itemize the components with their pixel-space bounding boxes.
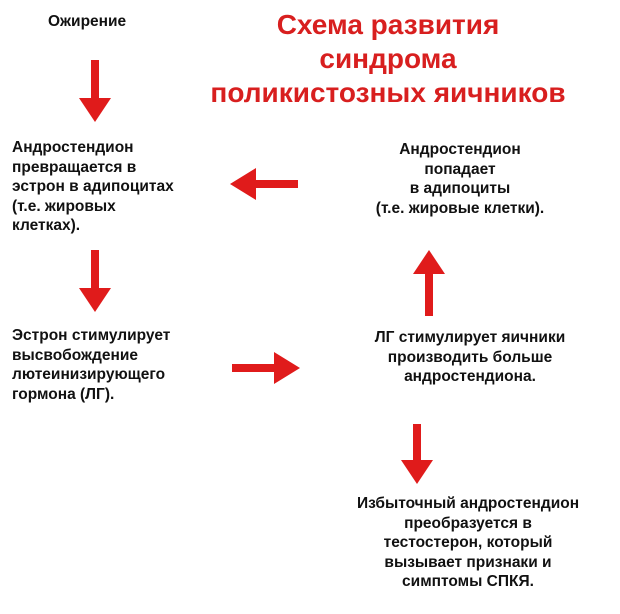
node-excess-androstenedione: Избыточный андростендион преобразуется в… <box>318 494 618 592</box>
arrow-lh-to-enters <box>413 250 445 316</box>
node-text-line: (т.е. жировые клетки). <box>375 199 545 217</box>
node-text-line: андростендиона. <box>404 368 536 385</box>
title-line: синдрома <box>319 43 457 74</box>
arrow-conversion-to-estrone <box>79 250 111 312</box>
arrow-estrone-to-lh <box>232 352 300 384</box>
node-lh: ЛГ стимулирует яичники производить больш… <box>320 328 620 387</box>
arrow-lh-to-excess <box>401 424 433 484</box>
title-line: поликистозных яичников <box>210 77 566 108</box>
node-text-line: Андростендион <box>399 141 521 158</box>
node-estrone: Эстрон стимулирует высвобождение лютеини… <box>12 326 170 404</box>
node-text-line: высвобождение <box>12 346 138 364</box>
node-text-line: производить больше <box>387 348 553 366</box>
node-text-line: Андростендион <box>12 139 134 156</box>
node-text-line: гормона (ЛГ). <box>12 385 115 403</box>
node-text-line: в адипоциты <box>409 180 511 197</box>
node-text-line: ЛГ стимулирует яичники <box>374 329 566 346</box>
node-text-line: симптомы СПКЯ. <box>402 573 534 590</box>
title-line: Схема развития <box>276 9 500 40</box>
node-text-line: (т.е. жировых <box>12 197 116 215</box>
node-text-line: преобразуется в <box>404 514 532 532</box>
node-androstenedione-converted: Андростендион превращается в эстрон в ад… <box>12 138 174 236</box>
node-text-line: лютеинизирующего <box>12 366 166 383</box>
node-text-line: превращается в <box>12 158 137 176</box>
node-text-line: тестостерон, который <box>383 534 553 551</box>
arrow-enters-to-conversion <box>230 168 298 200</box>
node-text-line: эстрон в адипоцитах <box>12 178 174 195</box>
node-text-line: попадает <box>424 160 496 178</box>
node-text-line: Ожирение <box>48 13 127 30</box>
diagram-title: Схема развития синдрома поликистозных яи… <box>176 8 600 110</box>
node-obesity: Ожирение <box>48 12 126 32</box>
node-text-line: Эстрон стимулирует <box>12 327 171 344</box>
node-text-line: клетках). <box>12 217 81 234</box>
node-text-line: вызывает признаки и <box>384 553 552 571</box>
node-text-line: Избыточный андростендион <box>356 495 580 512</box>
arrow-obesity-to-conversion <box>79 60 111 122</box>
node-androstenedione-enters: Андростендион попадает в адипоциты (т.е.… <box>320 140 600 218</box>
